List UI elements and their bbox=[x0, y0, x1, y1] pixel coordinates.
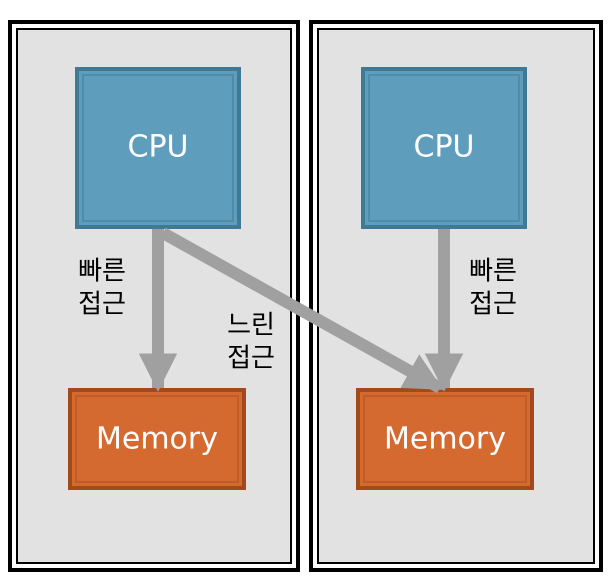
right-cpu-label: CPU bbox=[414, 130, 475, 165]
left-cpu-label: CPU bbox=[128, 130, 189, 165]
right-memory-label: Memory bbox=[384, 422, 506, 457]
cross-slow-label-line2: 접근 bbox=[227, 344, 275, 374]
right-memory: Memory bbox=[356, 388, 534, 490]
left-fast-label-line1: 빠른 bbox=[78, 257, 126, 287]
right-fast-label-line2: 접근 bbox=[469, 290, 517, 320]
left-memory: Memory bbox=[68, 388, 246, 490]
left-fast-label-line2: 접근 bbox=[78, 290, 126, 320]
cross-slow-access-arrow bbox=[160, 227, 444, 394]
cross-slow-label-line1: 느린 bbox=[227, 311, 275, 341]
right-cpu: CPU bbox=[361, 67, 527, 229]
left-cpu: CPU bbox=[75, 67, 241, 229]
right-fast-label-line1: 빠른 bbox=[469, 257, 517, 287]
left-memory-label: Memory bbox=[96, 422, 218, 457]
